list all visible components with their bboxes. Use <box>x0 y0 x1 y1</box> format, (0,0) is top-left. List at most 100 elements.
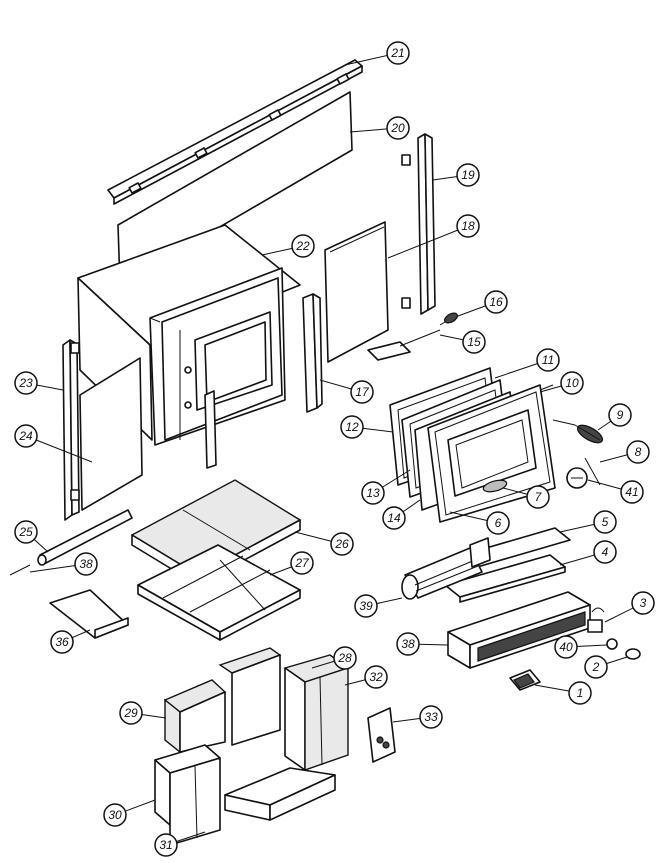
part-brick-wall-right <box>283 654 350 771</box>
callout-number: 2 <box>592 660 600 674</box>
callout-circle <box>354 594 378 618</box>
callout-5: 5 <box>593 510 617 534</box>
callout-29: 29 <box>119 701 143 725</box>
callout-number: 24 <box>18 429 33 443</box>
callout-number: 9 <box>617 408 624 422</box>
callout-22: 22 <box>291 234 315 258</box>
callout-6: 6 <box>486 511 510 535</box>
callout-number: 3 <box>640 596 647 610</box>
callout-40: 40 <box>554 635 578 659</box>
callout-31: 31 <box>154 833 178 857</box>
callout-circle <box>386 116 410 140</box>
callout-circle <box>486 511 510 535</box>
callout-number: 17 <box>355 385 370 399</box>
callout-26: 26 <box>330 532 354 556</box>
callout-1: 1 <box>568 681 592 705</box>
callout-number: 26 <box>334 537 349 551</box>
callout-16: 16 <box>484 290 508 314</box>
callout-13: 13 <box>361 481 385 505</box>
callout-number: 38 <box>79 557 93 571</box>
callout-circle <box>631 591 655 615</box>
callout-circle <box>330 532 354 556</box>
callout-number: 12 <box>345 420 359 434</box>
callout-2: 2 <box>584 655 608 679</box>
callout-15: 15 <box>462 330 486 354</box>
callout-39: 39 <box>354 594 378 618</box>
callout-number: 22 <box>295 239 310 253</box>
part-blower-fan <box>401 537 491 600</box>
callout-circle <box>103 803 127 827</box>
callout-number: 16 <box>489 295 503 309</box>
callout-number: 30 <box>108 808 122 822</box>
callout-number: 13 <box>366 486 380 500</box>
callout-number: 14 <box>387 511 401 525</box>
callout-circle <box>364 665 388 689</box>
callout-labels: 21 20 19 22 18 16 15 23 17 11 10 24 12 9 8 4 1 13 7 14 6 2 5 26… <box>14 41 655 857</box>
callout-number: 29 <box>123 706 138 720</box>
callout-circle <box>350 380 374 404</box>
callout-circle <box>560 371 584 395</box>
callout-circle <box>584 655 608 679</box>
part-brick-front <box>154 744 336 846</box>
part-left-panel <box>79 357 143 511</box>
callout-number: 28 <box>337 651 352 665</box>
callout-number: 19 <box>461 168 475 182</box>
callout-circle <box>456 163 480 187</box>
callout-number: 27 <box>294 556 310 570</box>
callout-circle <box>154 833 178 857</box>
callout-number: 6 <box>495 516 502 530</box>
callout-9: 9 <box>608 403 632 427</box>
callout-number: 38 <box>401 637 415 651</box>
callout-38: 38 <box>396 632 420 656</box>
callout-circle <box>526 485 550 509</box>
callout-38: 38 <box>74 552 98 576</box>
callout-23: 23 <box>14 371 38 395</box>
callout-circle <box>396 632 420 656</box>
part-knob <box>439 312 458 326</box>
part-left-strip <box>62 339 80 521</box>
callout-18: 18 <box>456 214 480 238</box>
callout-number: 11 <box>542 353 554 367</box>
part-firebox-body <box>77 224 301 446</box>
callout-circle <box>620 480 644 504</box>
callout-20: 20 <box>386 116 410 140</box>
callout-circle <box>593 540 617 564</box>
part-hardware-bag <box>367 707 396 763</box>
callout-number: 4 <box>602 545 609 559</box>
callout-14: 14 <box>382 506 406 530</box>
callout-number: 33 <box>424 710 438 724</box>
callout-28: 28 <box>333 646 357 670</box>
callout-circle <box>382 506 406 530</box>
callout-circle <box>456 214 480 238</box>
part-door-assembly <box>389 367 576 523</box>
callout-circle <box>419 705 443 729</box>
callout-number: 40 <box>559 640 573 654</box>
leader-line-24 <box>25 435 93 463</box>
callout-number: 20 <box>390 121 405 135</box>
callout-circle <box>119 701 143 725</box>
callout-circle <box>568 681 592 705</box>
callout-27: 27 <box>290 551 314 575</box>
callout-circle <box>554 635 578 659</box>
callout-number: 5 <box>602 515 609 529</box>
callout-4: 4 <box>593 540 617 564</box>
callout-circle <box>608 403 632 427</box>
callout-number: 18 <box>461 219 475 233</box>
part-bracket <box>566 457 601 489</box>
callout-number: 23 <box>18 376 33 390</box>
callout-30: 30 <box>103 803 127 827</box>
part-brick-slab-bottom <box>137 544 301 641</box>
leader-line-18 <box>387 225 469 259</box>
callout-number: 8 <box>635 445 642 459</box>
callout-number: 10 <box>565 376 579 390</box>
callout-7: 7 <box>526 485 550 509</box>
callout-circle <box>484 290 508 314</box>
callout-10: 10 <box>560 371 584 395</box>
callout-number: 15 <box>467 335 481 349</box>
part-top-trim-bar <box>107 59 363 205</box>
callout-circle <box>291 234 315 258</box>
callout-circle <box>340 415 364 439</box>
callout-21: 21 <box>386 41 410 65</box>
